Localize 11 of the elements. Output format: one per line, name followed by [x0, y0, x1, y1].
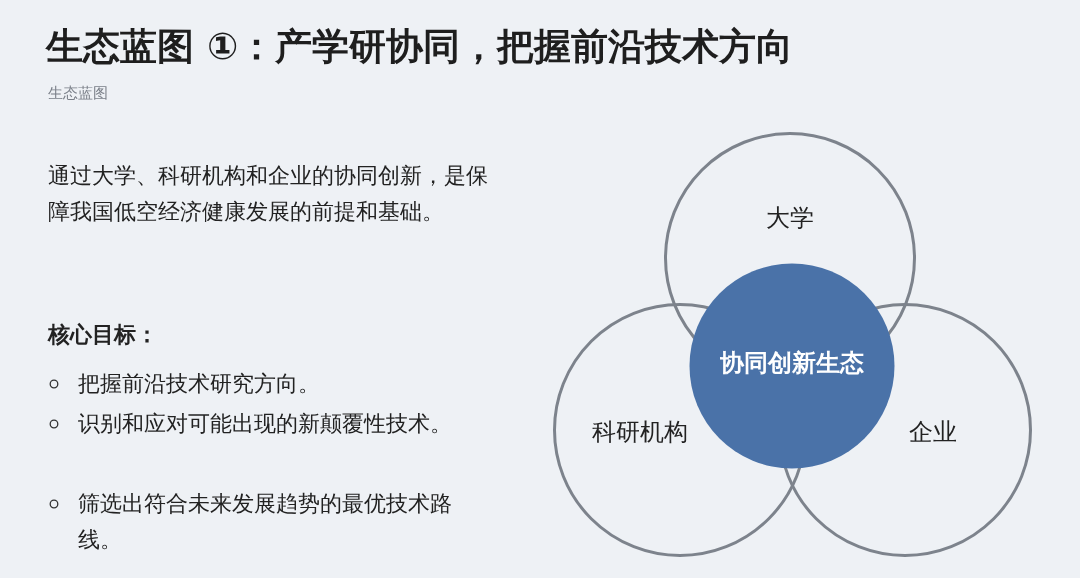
subtitle: 生态蓝图: [48, 84, 108, 103]
bullet-text: 把握前沿技术研究方向。: [78, 370, 321, 398]
bullet-text: 识别和应对可能出现的新颠覆性技术。: [78, 410, 453, 438]
bullet-text: 筛选出符合未来发展趋势的最优技术路线。: [78, 490, 453, 554]
title: 生态蓝图 ①：产学研协同，把握前沿技术方向: [46, 24, 794, 70]
circle-label: 企业: [909, 417, 957, 448]
circle-label: 科研机构: [592, 417, 688, 448]
circle-label: 协同创新生态: [720, 348, 864, 379]
circle-label: 大学: [766, 203, 814, 234]
paragraph: 通过大学、科研机构和企业的协同创新，是保障我国低空经济健康发展的前提和基础。: [48, 162, 488, 226]
heading: 核心目标：: [48, 321, 158, 349]
